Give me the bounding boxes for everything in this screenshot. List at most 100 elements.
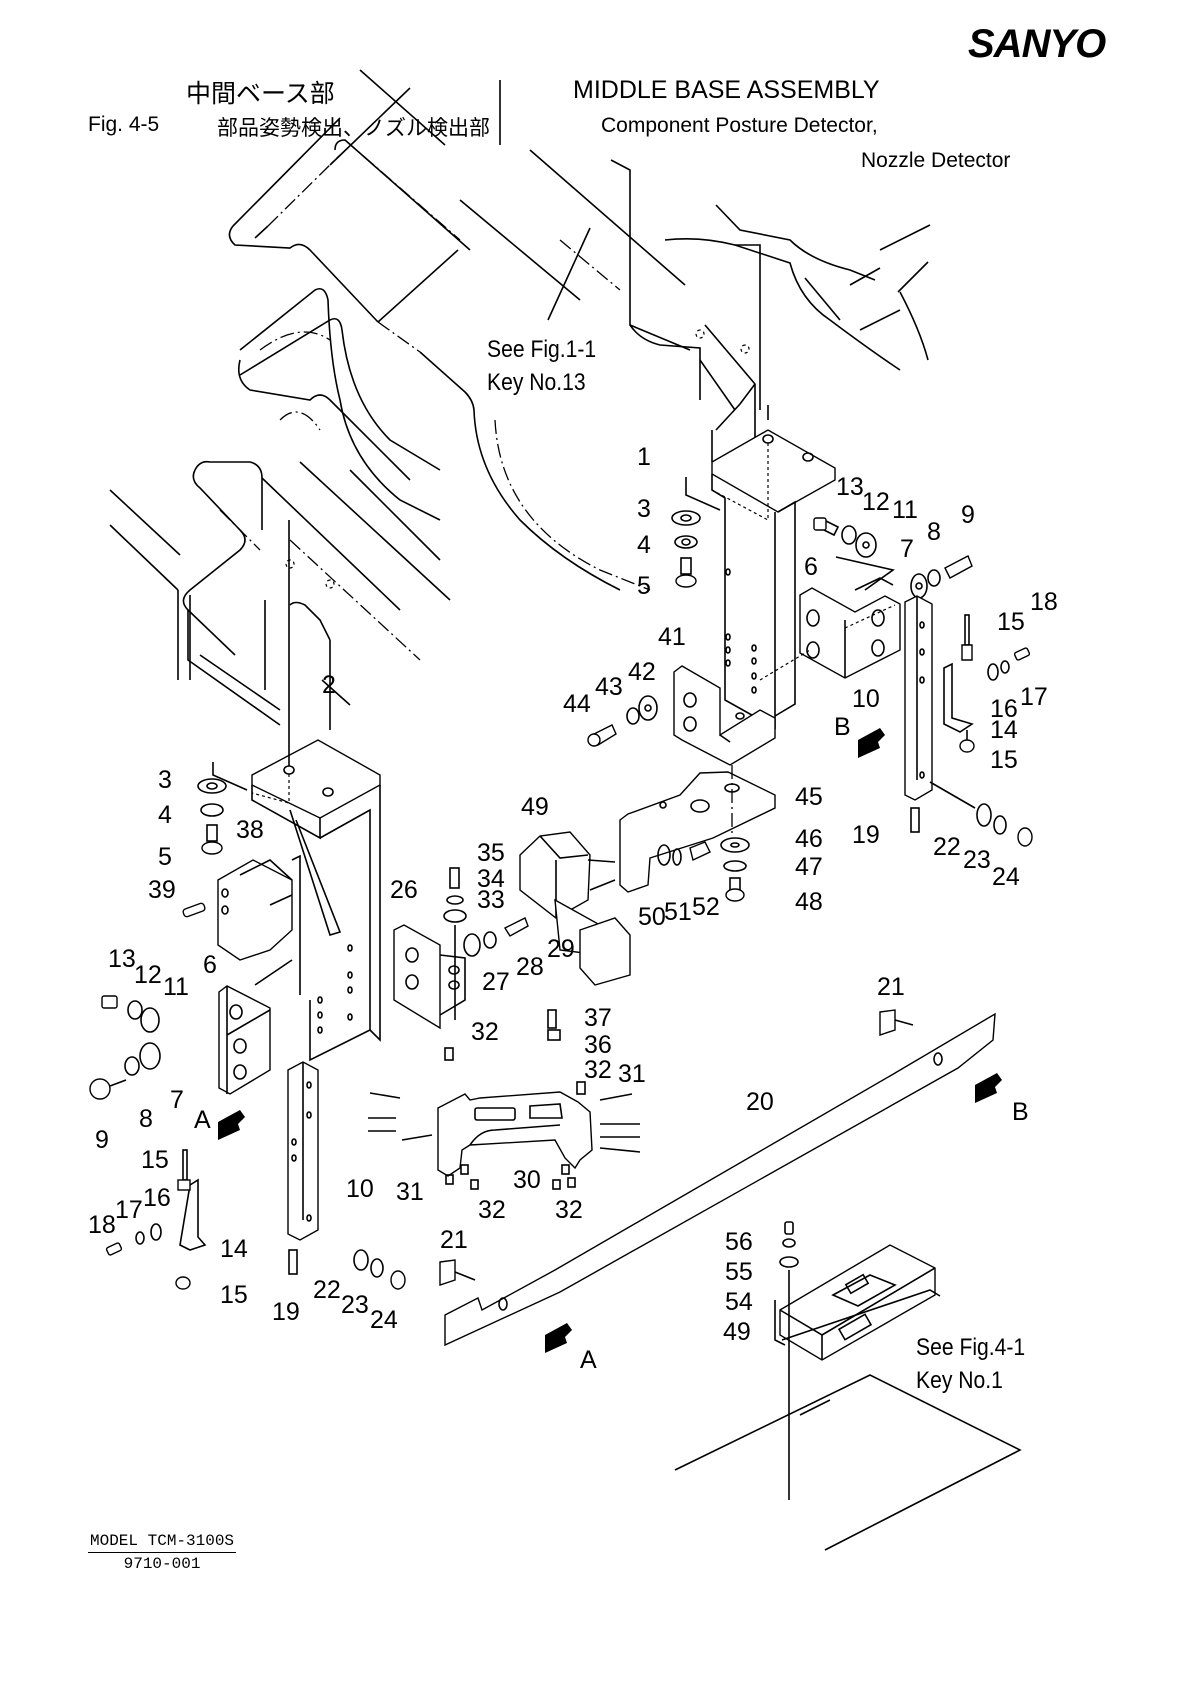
callout-3: 3 [637,495,651,523]
subtitle-japanese: 部品姿勢検出、ノズル検出部 [217,116,490,140]
view-marker-a: A [194,1106,211,1134]
callout-44: 44 [563,690,591,718]
callout-21: 21 [877,973,905,1001]
callout-18: 18 [1030,588,1058,616]
brand-logo: SANYO [968,22,1106,66]
reference-line1: See Fig.4-1 [916,1334,1026,1361]
callout-19: 19 [272,1298,300,1326]
reference-note-fig-4-1: See Fig.4-1 Key No.1 [916,1331,1025,1397]
callout-17: 17 [1020,683,1048,711]
callout-38: 38 [236,816,264,844]
callout-36: 36 [584,1031,612,1059]
callout-32: 32 [471,1018,499,1046]
title-english: MIDDLE BASE ASSEMBLY [573,76,880,104]
callout-19: 19 [852,821,880,849]
part-49-amplifier-unit [674,1221,1022,1551]
callout-17: 17 [115,1196,143,1224]
callout-10: 10 [346,1175,374,1203]
callout-13: 13 [108,945,136,973]
part-2-column-bracket [182,520,529,1062]
callout-12: 12 [134,961,162,989]
callout-33: 33 [477,886,505,914]
reference-line2: Key No.13 [487,369,586,396]
callout-26: 26 [390,876,418,904]
upper-fasteners [587,477,1033,847]
callout-28: 28 [516,953,544,981]
callout-1: 1 [637,443,651,471]
callout-20: 20 [746,1088,774,1116]
part-1-column-bracket [711,405,836,730]
callout-7: 7 [170,1086,184,1114]
callout-15: 15 [220,1281,248,1309]
callout-16: 16 [143,1184,171,1212]
callout-9: 9 [95,1126,109,1154]
callout-27: 27 [482,968,510,996]
callout-15: 15 [990,746,1018,774]
callout-32: 32 [584,1056,612,1084]
callout-37: 37 [584,1004,612,1032]
callout-11: 11 [892,496,918,524]
callout-49: 49 [723,1318,751,1346]
view-marker-b: B [1012,1098,1029,1126]
callout-50: 50 [638,903,666,931]
callout-48: 48 [795,888,823,916]
callout-23: 23 [963,846,991,874]
callout-54: 54 [725,1288,753,1316]
view-arrows [218,728,1002,1353]
callout-2: 2 [322,671,336,699]
callout-15: 15 [141,1146,169,1174]
callout-10: 10 [852,685,880,713]
callout-11: 11 [163,973,189,1001]
callout-9: 9 [961,501,975,529]
callout-47: 47 [795,853,823,881]
callout-8: 8 [139,1105,153,1133]
reference-note-fig-1-1: See Fig.1-1 Key No.13 [487,333,596,399]
callout-12: 12 [862,488,890,516]
callout-30: 30 [513,1166,541,1194]
callout-31: 31 [396,1178,424,1206]
callout-14: 14 [220,1235,248,1263]
footer-model-block: MODEL TCM-3100S 9710-001 [88,1532,237,1573]
left-lower-fasteners [89,985,406,1290]
callout-7: 7 [900,535,914,563]
callout-46: 46 [795,825,823,853]
callout-41: 41 [658,623,686,651]
callout-6: 6 [804,553,818,581]
callout-13: 13 [836,473,864,501]
callout-43: 43 [595,673,623,701]
callout-52: 52 [692,893,720,921]
model-number: MODEL TCM-3100S [88,1532,237,1553]
callout-55: 55 [725,1258,753,1286]
callout-39: 39 [148,876,176,904]
callout-14: 14 [990,716,1018,744]
callout-24: 24 [992,863,1020,891]
callout-5: 5 [637,572,651,600]
figure-number: Fig. 4-5 [88,113,160,136]
callout-21: 21 [440,1226,468,1254]
callout-29: 29 [547,935,575,963]
view-marker-a: A [580,1346,597,1374]
part-20-rail [439,1009,996,1347]
callout-23: 23 [341,1291,369,1319]
callout-3: 3 [158,766,172,794]
callout-31: 31 [618,1060,646,1088]
callout-22: 22 [313,1276,341,1304]
callout-labels: 1 3 4 5 6 7 8 9 10 11 12 13 14 15 15 16 … [88,443,1058,1374]
view-marker-b: B [834,713,851,741]
callout-4: 4 [158,801,172,829]
callout-5: 5 [158,843,172,871]
callout-32: 32 [478,1196,506,1224]
callout-45: 45 [795,783,823,811]
callout-49: 49 [521,793,549,821]
subtitle-english-line1: Component Posture Detector, [601,114,878,137]
document-number: 9710-001 [123,1555,201,1573]
part-45-49-sensor-assembly [519,765,776,986]
callout-24: 24 [370,1306,398,1334]
callout-42: 42 [628,658,656,686]
callout-4: 4 [637,531,651,559]
subtitle-english-line2: Nozzle Detector [861,149,1011,172]
callout-51: 51 [664,898,692,926]
callout-18: 18 [88,1211,116,1239]
callout-15: 15 [997,608,1025,636]
